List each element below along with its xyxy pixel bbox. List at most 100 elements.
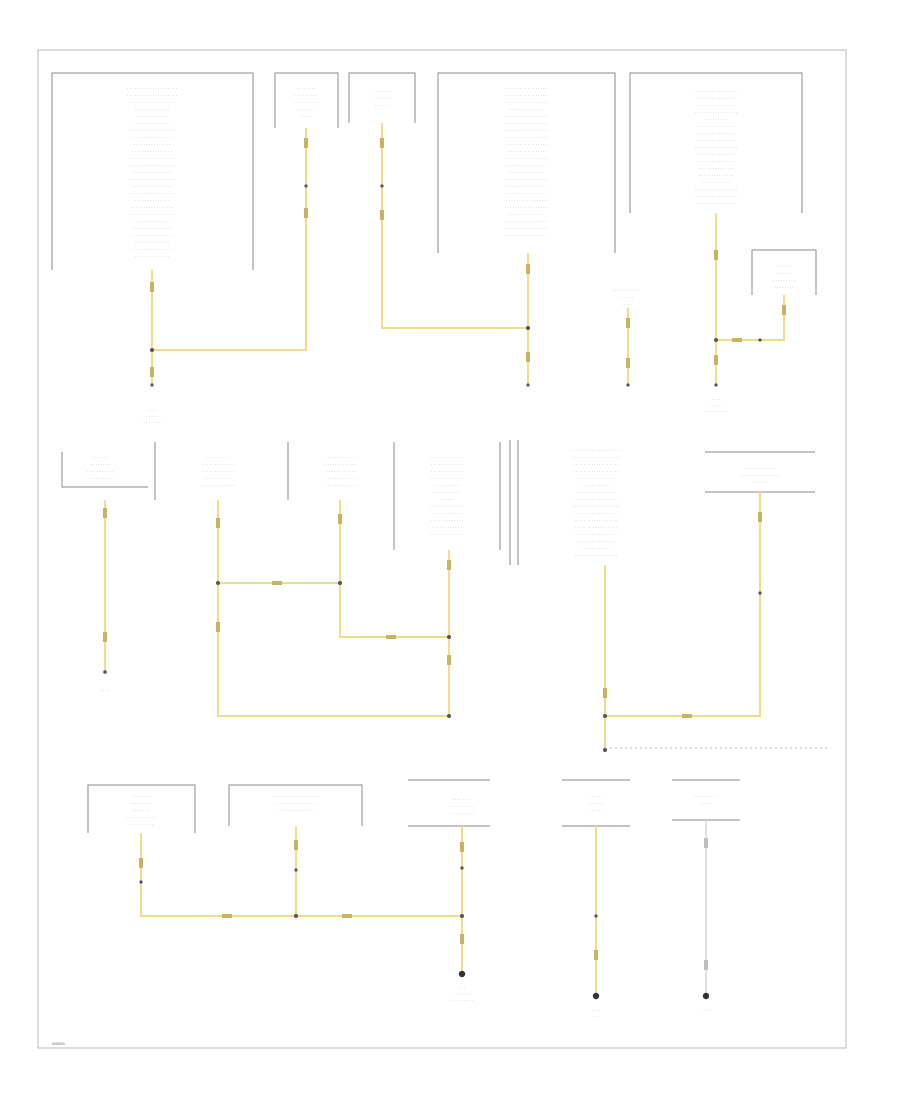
svg-text:· · · · · · · · · · ·: · · · · · · · · · · · xyxy=(703,180,730,185)
svg-text:· · · ·: · · · · xyxy=(591,1008,600,1013)
svg-text:· · · · · · · · · · ·: · · · · · · · · · · · xyxy=(87,469,114,474)
svg-text:· · · · · · · · · · · · · ·: · · · · · · · · · · · · · · · · xyxy=(506,233,546,238)
svg-text:· · · · · · · · · · · · · ·: · · · · · · · · · · · · · · · · · xyxy=(505,205,547,210)
component-box-left-front-seat: · · · · · · · · · · · · · · · · · · · · … xyxy=(154,442,235,500)
component-box-small-top-right: · · · · · · · · · · · · · · · · · · · · … xyxy=(751,249,817,295)
svg-text:· · · · · · · · · · · · · ·: · · · · · · · · · · · · · · · · · · · xyxy=(572,455,619,460)
svg-text:· · · · · · · · · · · · ·: · · · · · · · · · · · · · xyxy=(431,469,463,474)
svg-text:· · · · · · · · · · · · · ·: · · · · · · · · · · · · · · · · xyxy=(576,539,616,544)
svg-text:· · · · · · · · · · · · · ·: · · · · · · · · · · · · · · · · xyxy=(132,170,172,175)
svg-text:· · · · ·: · · · · · xyxy=(300,114,312,119)
svg-text:· · · · · · · · · · · ·: · · · · · · · · · · · · xyxy=(581,546,611,551)
svg-text:· · · · · · · · · · · · ·: · · · · · · · · · · · · · xyxy=(431,476,463,481)
svg-text:· · · · · · · · · · · · ·: · · · · · · · · · · · · · xyxy=(431,518,463,523)
svg-text:· · · · · · · · · ·: · · · · · · · · · · xyxy=(294,100,318,105)
component-box-left-front-door-junction: · · · · · · · · · · · · · · · · · · · · … xyxy=(51,72,254,270)
svg-text:· · · · · · · · · · · · · ·: · · · · · · · · · · · · · · · · · · · · xyxy=(571,448,621,453)
svg-text:· · ·: · · · xyxy=(459,986,466,991)
svg-text:· · · · · · · · · · · · · ·: · · · · · · · · · · · · · · · xyxy=(133,142,170,147)
svg-text:· · · · · · · · · · · · · ·: · · · · · · · · · · · · · · · · · · xyxy=(574,462,619,467)
svg-text:· · · · · · · · ·: · · · · · · · · · xyxy=(451,998,473,1003)
svg-text:· · · · · · · · · · · · · ·: · · · · · · · · · · · · · · · · · · xyxy=(130,156,175,161)
svg-text:· · · · · · · · · · · ·: · · · · · · · · · · · · xyxy=(432,525,462,530)
svg-text:· · · · · · · · · · · ·: · · · · · · · · · · · · xyxy=(137,114,167,119)
svg-text:· · · · · · · · · · · · · ·: · · · · · · · · · · · · · · · · · · xyxy=(130,100,175,105)
svg-text:· · · · · · · · · · · · · · ·: · · · · · · · · · · · · · · · · · xyxy=(275,801,317,806)
svg-text:· · · · · · ·: · · · · · · · xyxy=(374,96,391,101)
svg-text:· · · · · · · · · · · · ·: · · · · · · · · · · · · · xyxy=(325,462,357,467)
svg-text:· · · · · · · · · · · · · ·: · · · · · · · · · · · · · · · · · xyxy=(131,205,173,210)
svg-text:· · · · · · · · · · · · · ·: · · · · · · · · · · · · · · · · · · xyxy=(694,194,739,199)
svg-text:· · · · · · · · · · · · · ·: · · · · · · · · · · · · · · · · xyxy=(506,184,546,189)
svg-text:· · · · · · · · · · · · · ·: · · · · · · · · · · · · · · xyxy=(509,212,544,217)
ground-label-g300: · · · · xyxy=(100,688,109,693)
svg-text:· · · · · · · · · · · ·: · · · · · · · · · · · · xyxy=(581,483,611,488)
svg-text:· · · · · · · · · · · · ·: · · · · · · · · · · · · · xyxy=(431,504,463,509)
component-box-seat-memory-module: · · · · · · · · · · · · · · · · · · · · … xyxy=(287,442,395,500)
svg-text:· · · · · · · · ·: · · · · · · · · · xyxy=(207,455,229,460)
component-box-reference-central-module: · · · · · · · · · · · · · · · · · · · · … xyxy=(629,72,803,213)
svg-text:· · · · · · · · · · · · ·: · · · · · · · · · · · · · xyxy=(202,462,234,467)
svg-text:· · · · · · · · · · · · · ·: · · · · · · · · · · · · · · · · · xyxy=(505,177,547,182)
connector-marks-section-2 xyxy=(103,508,762,718)
component-box-fuel-pump: · · · · · · · · · · · · · · · · · · · xyxy=(562,779,630,827)
svg-text:· · · · · · · ·: · · · · · · · · xyxy=(131,794,150,799)
svg-text:· · · · · · · · · · · · · ·: · · · · · · · · · · · · · · · · · xyxy=(505,226,547,231)
svg-text:· · · · · · · · · · · · · ·: · · · · · · · · · · · · · · · · · xyxy=(505,93,547,98)
component-box-brake-switch: · · · · · · · · · · · · · · · · · · · · … xyxy=(408,779,490,827)
svg-text:· · · · · · · · · · · · · ·: · · · · · · · · · · · · · · xyxy=(135,254,170,259)
svg-text:· · · · · · · · · · · · · ·: · · · · · · · · · · · · · · · · · · xyxy=(574,532,619,537)
svg-text:· · · · · · · · · · · · · ·: · · · · · · · · · · · · · · · · · · · xyxy=(128,163,175,168)
svg-text:· · · · ·: · · · · · xyxy=(700,801,712,806)
svg-text:· · · · · · · · · · · · · ·: · · · · · · · · · · · · · · · · xyxy=(696,138,736,143)
svg-text:· · · · · · · · ·: · · · · · · · · · xyxy=(130,801,152,806)
svg-text:· · · · · · · · · · · · · ·: · · · · · · · · · · · · · · · · xyxy=(132,184,172,189)
component-box-front-power-distribution: · · · · · · · · · · · · · · · · · · · · … xyxy=(274,72,339,128)
svg-text:· · · · · · · · · · · · · · ·: · · · · · · · · · · · · · · · xyxy=(277,808,314,813)
svg-text:· · · · · · · · · · · · · ·: · · · · · · · · · · · · · · · xyxy=(133,121,170,126)
nodes-section-3 xyxy=(139,866,598,918)
svg-text:· · · · · · · · ·: · · · · · · · · · xyxy=(705,409,727,414)
wire-s2-g xyxy=(605,492,761,717)
svg-text:· · · · · · · · · · · ·: · · · · · · · · · · · · xyxy=(85,476,115,481)
svg-text:· · · · · · · · · · · · · ·: · · · · · · · · · · · · · · xyxy=(135,198,170,203)
component-box-horn: · · · · · · · · · · · · · · xyxy=(672,779,740,821)
svg-text:· · · · · · · · · · · · · ·: · · · · · · · · · · · · · · xyxy=(135,240,170,245)
svg-text:· · · · · · · · · · · · · ·: · · · · · · · · · · · · · · · · xyxy=(696,131,736,136)
svg-text:· · · · · · · · · · · · · · ·: · · · · · · · · · · · · · · · · · · xyxy=(274,794,319,799)
svg-text:· · · ·: · · · · xyxy=(147,408,156,413)
svg-text:· · · · · · · · · · · · · ·: · · · · · · · · · · · · · · · · · · · · xyxy=(127,86,177,91)
svg-text:· · · · · · ·: · · · · · · · xyxy=(133,808,150,813)
component-box-right-front-seat-control: · · · · · · · · · · · · · · · · · · · · … xyxy=(437,72,616,253)
svg-text:· · · · · · · · · · · · · ·: · · · · · · · · · · · · · · · xyxy=(697,103,734,108)
svg-text:· · · · · · · · · · · · · ·: · · · · · · · · · · · · · · · · · xyxy=(131,233,173,238)
svg-text:· · · · · · · · · · · · ·: · · · · · · · · · · · · · xyxy=(325,455,357,460)
svg-text:· · · · ·: · · · · · xyxy=(778,264,790,269)
svg-text:· · · · · · · · · · · · · ·: · · · · · · · · · · · · · · · · xyxy=(506,191,546,196)
svg-text:· · · · · · · · · · · · · · ·: · · · · · · · · · · · · · · · · xyxy=(740,473,780,478)
svg-text:· · · · · · · · · · · · · ·: · · · · · · · · · · · · · · · · · · · xyxy=(128,191,175,196)
svg-text:· · · · · · · · · · · · · ·: · · · · · · · · · · · · · · · xyxy=(577,476,614,481)
svg-text:· · · · · ·: · · · · · · xyxy=(619,295,633,300)
svg-text:· · · · · · · · · · · · · ·: · · · · · · · · · · · · · · · xyxy=(133,219,170,224)
svg-text:· · · · · · · · · · · · · ·: · · · · · · · · · · · · · · · · · xyxy=(575,525,617,530)
diagram-frame xyxy=(37,49,847,1049)
svg-text:· · · · · · · · · ·: · · · · · · · · · · xyxy=(450,804,474,809)
wire-s3-a xyxy=(140,833,462,917)
component-box-electric-steering: · · · · · · · · · · · · · · · · · · · · … xyxy=(61,452,148,488)
svg-text:· · · · · ·: · · · · · · xyxy=(589,794,603,799)
ground-label-g201: · · · · · · · · · · · · · · · · · · xyxy=(705,397,727,414)
component-box-right-seat-heater: · · · · · · · · · · · · · · · · · · · · … xyxy=(393,442,501,550)
svg-text:· · · · · · · · · · · · · ·: · · · · · · · · · · · · · · · · · xyxy=(131,135,173,140)
svg-text:· · · · · · · · · ·: · · · · · · · · · · xyxy=(129,822,153,827)
svg-text:· · · · · · · · · · · · · ·: · · · · · · · · · · · · · · · · xyxy=(132,149,172,154)
svg-text:· · · · · · · · · · · · · ·: · · · · · · · · · · · · · · · · · xyxy=(131,247,173,252)
svg-text:· · · · · · · · · · ·: · · · · · · · · · · · xyxy=(434,490,461,495)
component-box-transmission-range: · · · · · · · · · · · · · · · · · · · · … xyxy=(228,784,363,826)
svg-text:· · · · · · · · · · · · ·: · · · · · · · · · · · · · xyxy=(431,462,463,467)
svg-text:· · · · · · · · · · · · · ·: · · · · · · · · · · · · · · · · · · xyxy=(130,212,175,217)
wires-section-2 xyxy=(104,492,761,750)
svg-text:· · · ·: · · · · xyxy=(701,1008,710,1013)
wires-section-3 xyxy=(140,826,597,994)
svg-text:· · ·: · · · xyxy=(593,1014,600,1019)
